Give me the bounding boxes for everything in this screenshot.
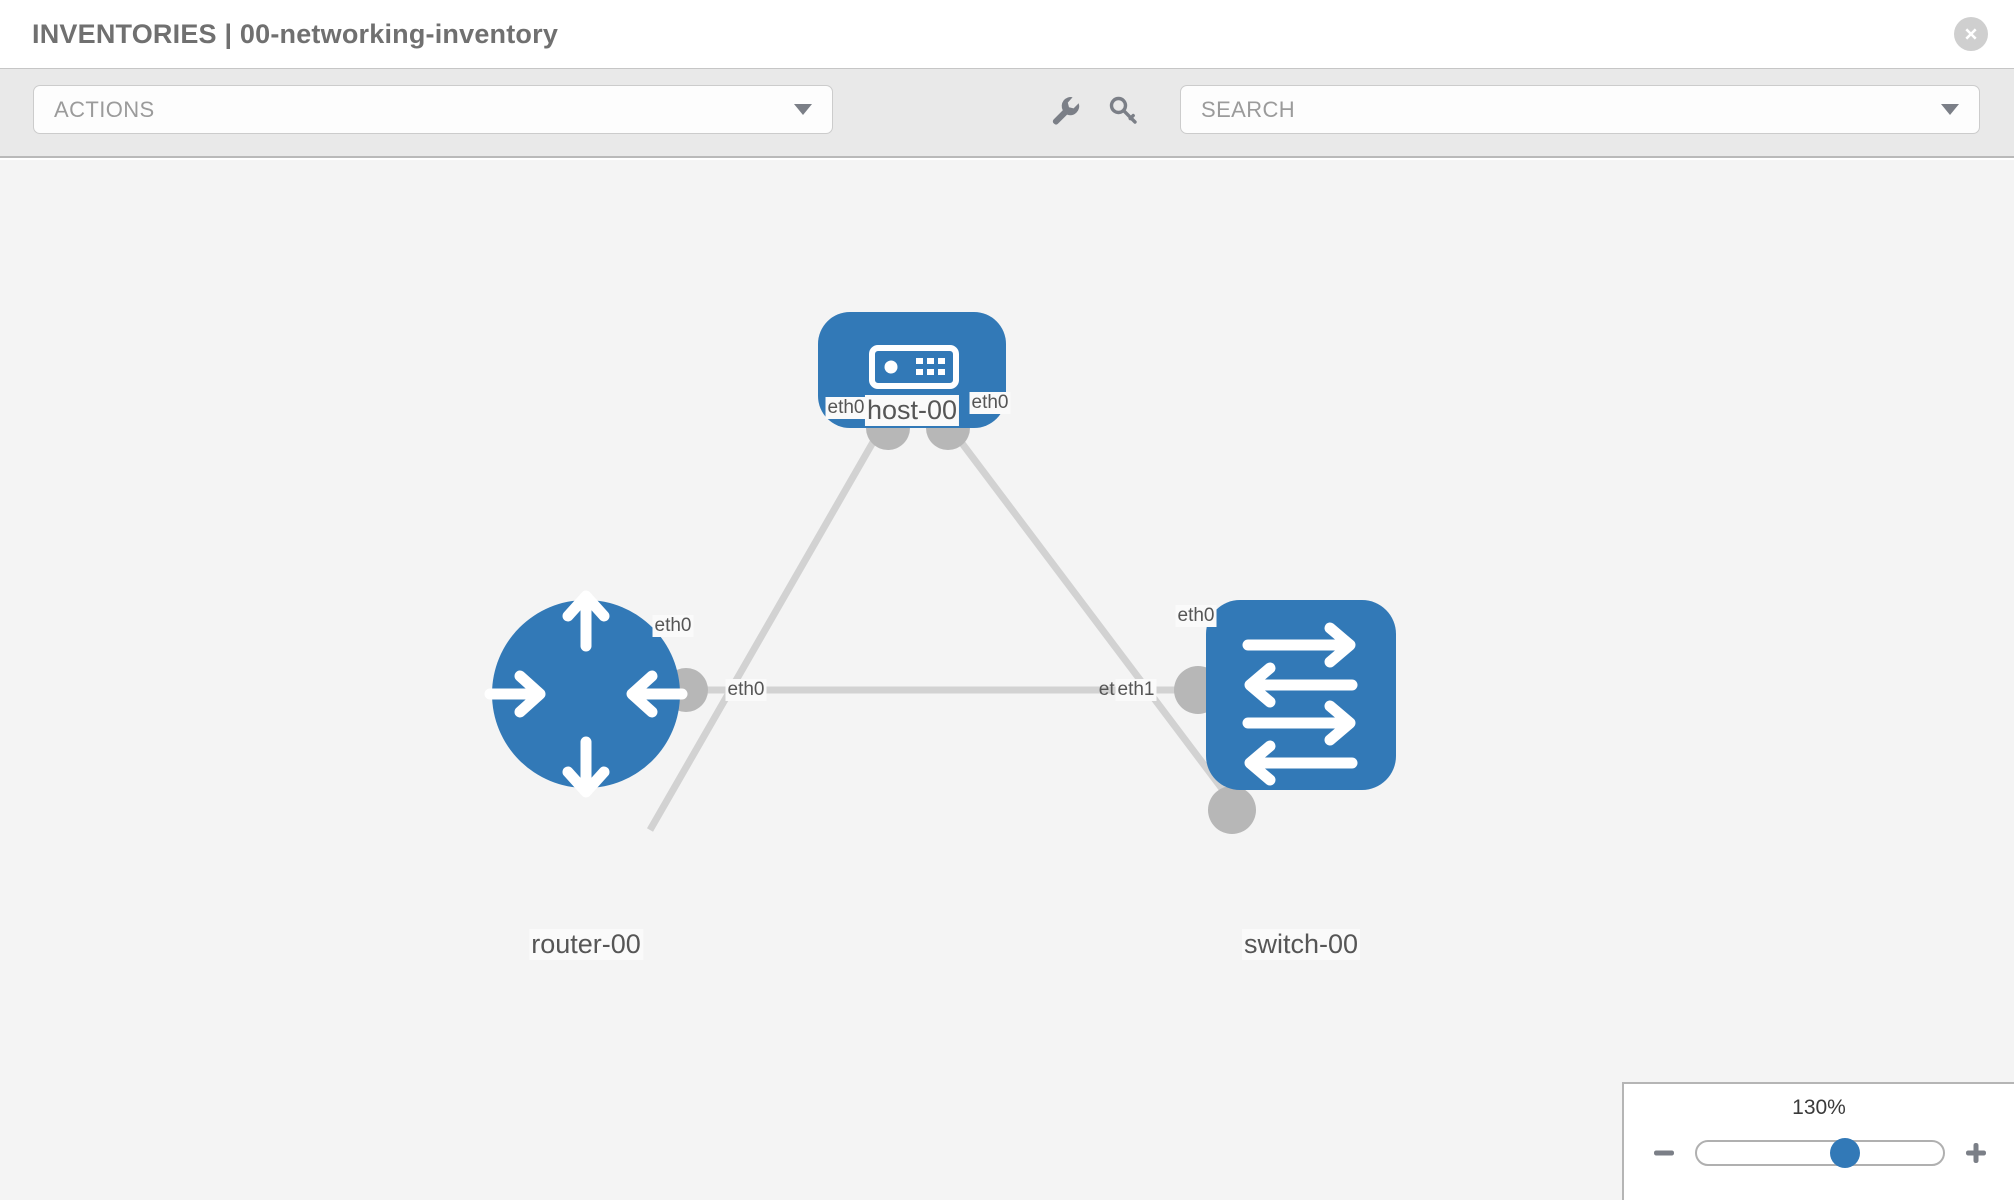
iface-label-host-eth0-left: eth0 [825,397,867,419]
server-icon [869,345,959,389]
chevron-down-icon [794,104,812,115]
wrench-icon[interactable] [1043,88,1087,132]
search-placeholder: SEARCH [1201,96,1296,122]
topology-canvas[interactable]: host-00 router-00 switch-00 eth0 eth0 et… [0,160,2014,1200]
key-icon[interactable] [1101,88,1145,132]
page-header: INVENTORIES | 00-networking-inventory [0,0,2014,68]
zoom-control-panel: 130% [1622,1082,2014,1200]
iface-label-switch-eth0-uplink: eth0 [1175,605,1217,627]
iface-label-router-eth0: eth0 [725,679,767,701]
close-icon[interactable] [1954,17,1988,51]
topology-graph [484,312,1396,834]
zoom-out-button[interactable] [1647,1136,1681,1170]
iface-label-switch-eth1: eth1 [1115,679,1157,701]
socket-switch-eth0[interactable] [1208,786,1256,834]
zoom-slider-track[interactable] [1695,1138,1945,1168]
switch-arrows-icon [1242,622,1358,786]
zoom-slider-thumb[interactable] [1829,1138,1860,1168]
zoom-level-value: 130% [1792,1096,1846,1119]
router-arrows-icon [484,590,688,798]
node-label-host-00: host-00 [864,395,960,426]
chevron-down-icon[interactable] [1941,104,1959,115]
zoom-in-button[interactable] [1959,1136,1993,1170]
page-title: INVENTORIES | 00-networking-inventory [32,18,559,49]
node-switch-00[interactable] [1206,600,1396,790]
link-host-switch[interactable] [949,427,1241,813]
iface-label-router-eth0-uplink: eth0 [652,615,694,637]
node-label-switch-00: switch-00 [1241,929,1361,960]
actions-dropdown-label: ACTIONS [54,96,155,122]
node-label-router-00: router-00 [529,929,643,960]
topology-sockets [664,406,1256,834]
actions-dropdown[interactable]: ACTIONS [33,85,833,134]
node-router-00[interactable] [484,590,688,798]
iface-label-host-eth0-right: eth0 [969,392,1011,414]
topology-links [646,427,1241,832]
link-host-router[interactable] [646,428,884,832]
search-input[interactable]: SEARCH [1180,85,1980,134]
